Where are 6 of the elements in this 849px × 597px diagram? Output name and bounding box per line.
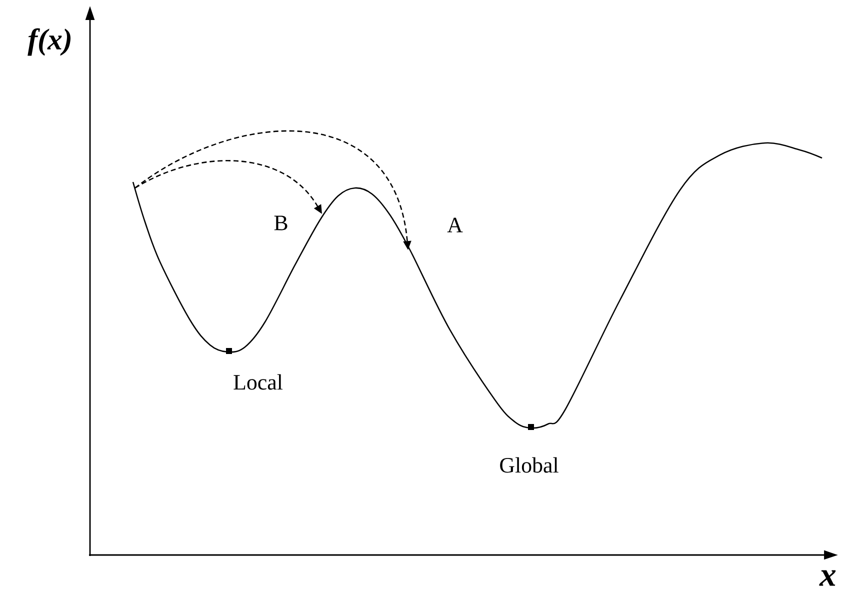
- minimum-label: Local: [234, 374, 283, 390]
- point-label: B: [274, 216, 288, 230]
- axis-label: f(x): [28, 28, 70, 56]
- point-label: A: [447, 218, 463, 232]
- minimum-label: Global: [500, 457, 558, 473]
- axis-label: x: [819, 570, 836, 586]
